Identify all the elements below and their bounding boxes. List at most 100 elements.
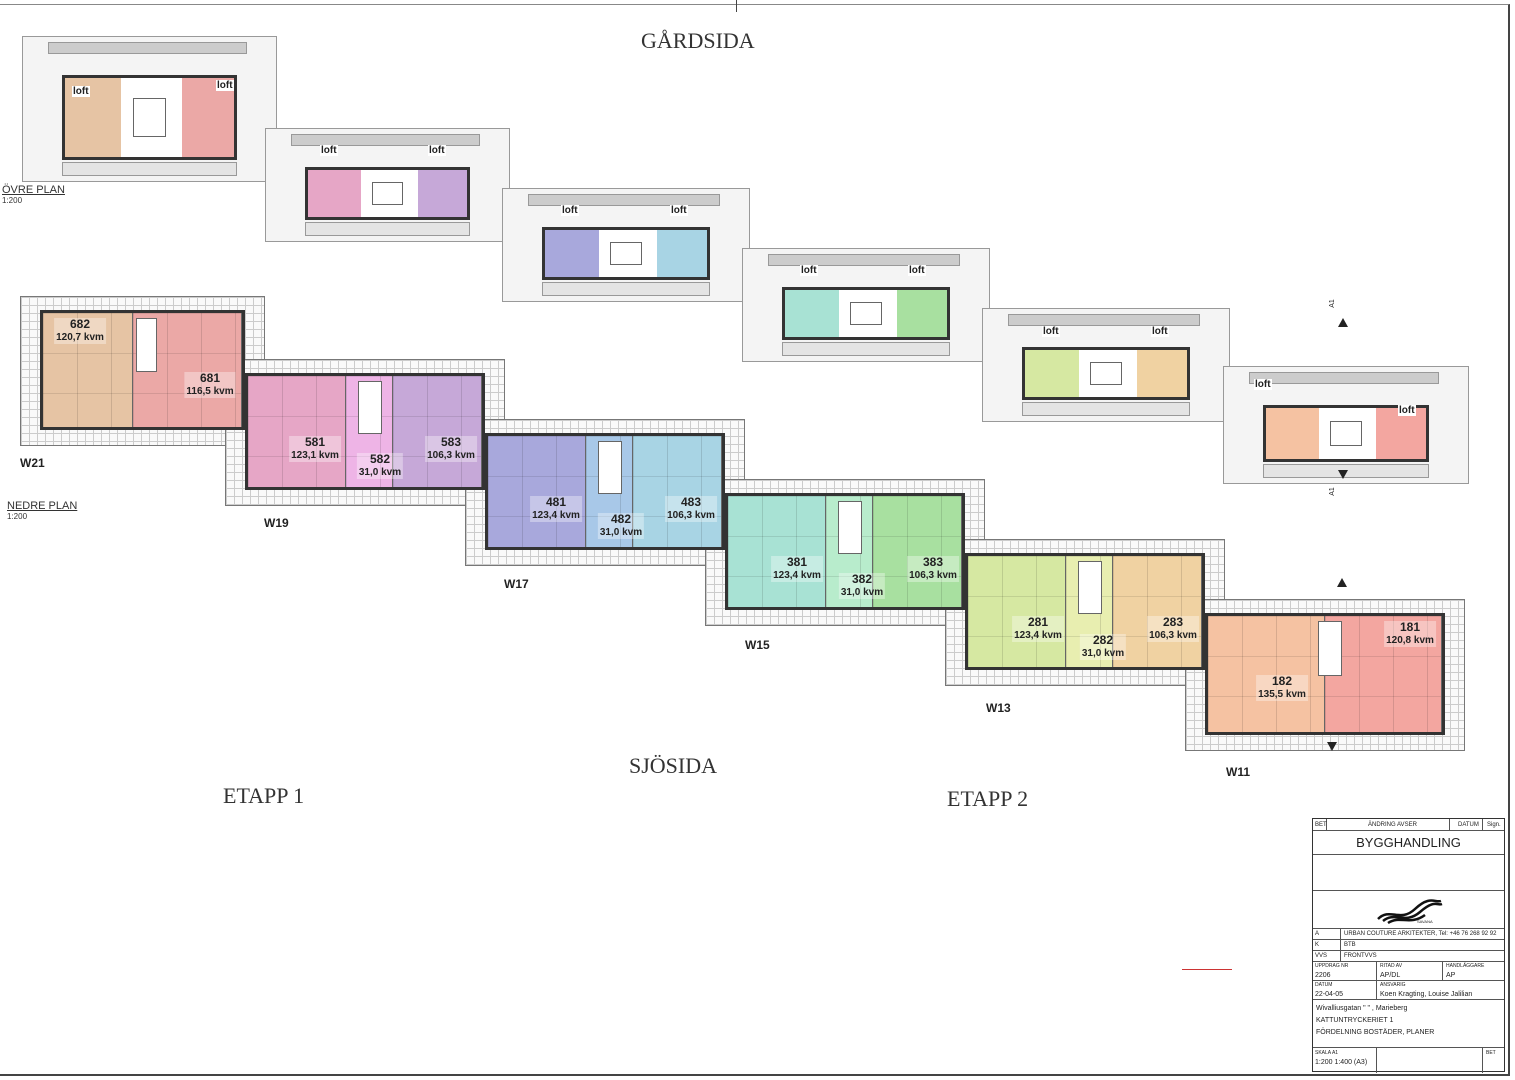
- stair-core: [1077, 561, 1102, 614]
- apartment-area-label: 120,7 kvm: [56, 332, 104, 343]
- roof-parapet: [291, 134, 480, 146]
- title-block-cell: [1313, 951, 1341, 961]
- apartment-area-label: 31,0 kvm: [840, 587, 884, 598]
- building-label: W11: [1226, 765, 1251, 779]
- apartment-number: 382: [851, 572, 873, 586]
- loft-unit: [785, 290, 839, 337]
- stair-core: [1330, 420, 1362, 447]
- apartment-area: [248, 376, 347, 487]
- apartment-number: 481: [545, 495, 567, 509]
- bet-label: BET: [1486, 1050, 1496, 1056]
- apartment-area-label: 116,5 kvm: [186, 386, 234, 397]
- title-block-cell: [1313, 1048, 1483, 1073]
- apartment-number: 581: [304, 435, 326, 449]
- loft-label: loft: [72, 86, 90, 97]
- title-block-cell: [1313, 981, 1377, 999]
- title-block-cell: [1313, 819, 1327, 830]
- plan-scale: 1:200: [7, 512, 28, 521]
- balcony-strip: [1022, 402, 1190, 416]
- loft-unit: [1266, 408, 1320, 459]
- discipline-code: A: [1315, 931, 1320, 937]
- scale-value: 1:200 1:400 (A3): [1315, 1059, 1368, 1066]
- balcony-strip: [305, 222, 470, 236]
- title-block-cell: [1313, 819, 1450, 830]
- roof-parapet: [768, 254, 960, 266]
- balcony-strip: [542, 282, 710, 296]
- loft-label: loft: [1151, 326, 1169, 337]
- stair-core: [132, 97, 167, 138]
- apartment-number: 282: [1092, 633, 1114, 647]
- col-bet: BET: [1315, 822, 1327, 828]
- title-block-cell: BYGGHANDLING: [1313, 831, 1504, 855]
- stair-core: [371, 181, 404, 206]
- apartment-area: [968, 556, 1067, 667]
- apartment-number: 482: [610, 512, 632, 526]
- loft-unit: [1376, 408, 1426, 459]
- apartment-area: [633, 436, 722, 547]
- title-block-cell: [1313, 855, 1504, 891]
- apartment-area: [1208, 616, 1325, 732]
- apartment-area-label: 106,3 kvm: [667, 510, 715, 521]
- discipline-text: URBAN COUTURE ARKITEKTER, Tel: +46 76 26…: [1344, 931, 1497, 937]
- handler-label: HANDLÄGGARE: [1446, 963, 1485, 969]
- center-tick: [736, 0, 737, 12]
- apartment-area: [132, 313, 242, 427]
- stair-core: [1317, 621, 1342, 676]
- apartment-area-label: 123,4 kvm: [532, 510, 580, 521]
- assignment-label: UPPDRAG NR: [1315, 963, 1349, 969]
- title-block-cell: [1313, 962, 1443, 980]
- title-block-cell: A URBAN COUTURE ARKITEKTER, Tel: +46 76 2…: [1313, 929, 1504, 940]
- handler-value: AP: [1446, 972, 1456, 979]
- apartment-number: 583: [440, 435, 462, 449]
- apartment-number: 182: [1271, 674, 1293, 688]
- discipline-text: BTB: [1344, 942, 1356, 948]
- roof-parapet: [48, 42, 247, 54]
- apartment-area: [728, 496, 827, 607]
- roof-parapet: [528, 194, 720, 206]
- stair-core: [849, 301, 883, 326]
- logo-icon: [1377, 899, 1443, 925]
- upper-building: [62, 75, 237, 160]
- apartment-area-label: 106,3 kvm: [909, 570, 957, 581]
- apartment-area: [488, 436, 587, 547]
- apartment-area: [393, 376, 482, 487]
- heading-stage-1: ETAPP 1: [223, 783, 305, 808]
- title-block-cell: [1313, 962, 1377, 980]
- plan-scale: 1:200: [2, 196, 23, 205]
- apartment-number: 383: [922, 555, 944, 569]
- plan-title: NEDRE PLAN: [7, 500, 78, 512]
- title-block-cell: Wivalliusgatan " " , Marieberg KATTUNTRY…: [1313, 1000, 1504, 1048]
- responsible-value: Koen Kragting, Louise Jalilian: [1380, 991, 1473, 998]
- stair-core: [597, 441, 622, 494]
- apartment-area-label: 123,1 kvm: [291, 450, 339, 461]
- title-block-cell: [1313, 929, 1341, 939]
- loft-label: loft: [1254, 379, 1272, 390]
- loft-label: loft: [216, 80, 234, 91]
- apartment-number: 281: [1027, 615, 1049, 629]
- address: Wivalliusgatan " " , Marieberg: [1316, 1005, 1408, 1012]
- title-block-cell: [1377, 899, 1443, 925]
- section-marker: A1: [1328, 299, 1336, 308]
- apartment-number: 283: [1162, 615, 1184, 629]
- loft-unit: [308, 170, 361, 217]
- loft-unit: [1025, 350, 1079, 397]
- roof-parapet: [1249, 372, 1439, 384]
- section-arrow: [1337, 578, 1347, 587]
- building-wing: [725, 493, 965, 610]
- drawing-frame: [0, 4, 1510, 1076]
- roof-parapet: [1008, 314, 1200, 326]
- loft-label: loft: [320, 145, 338, 156]
